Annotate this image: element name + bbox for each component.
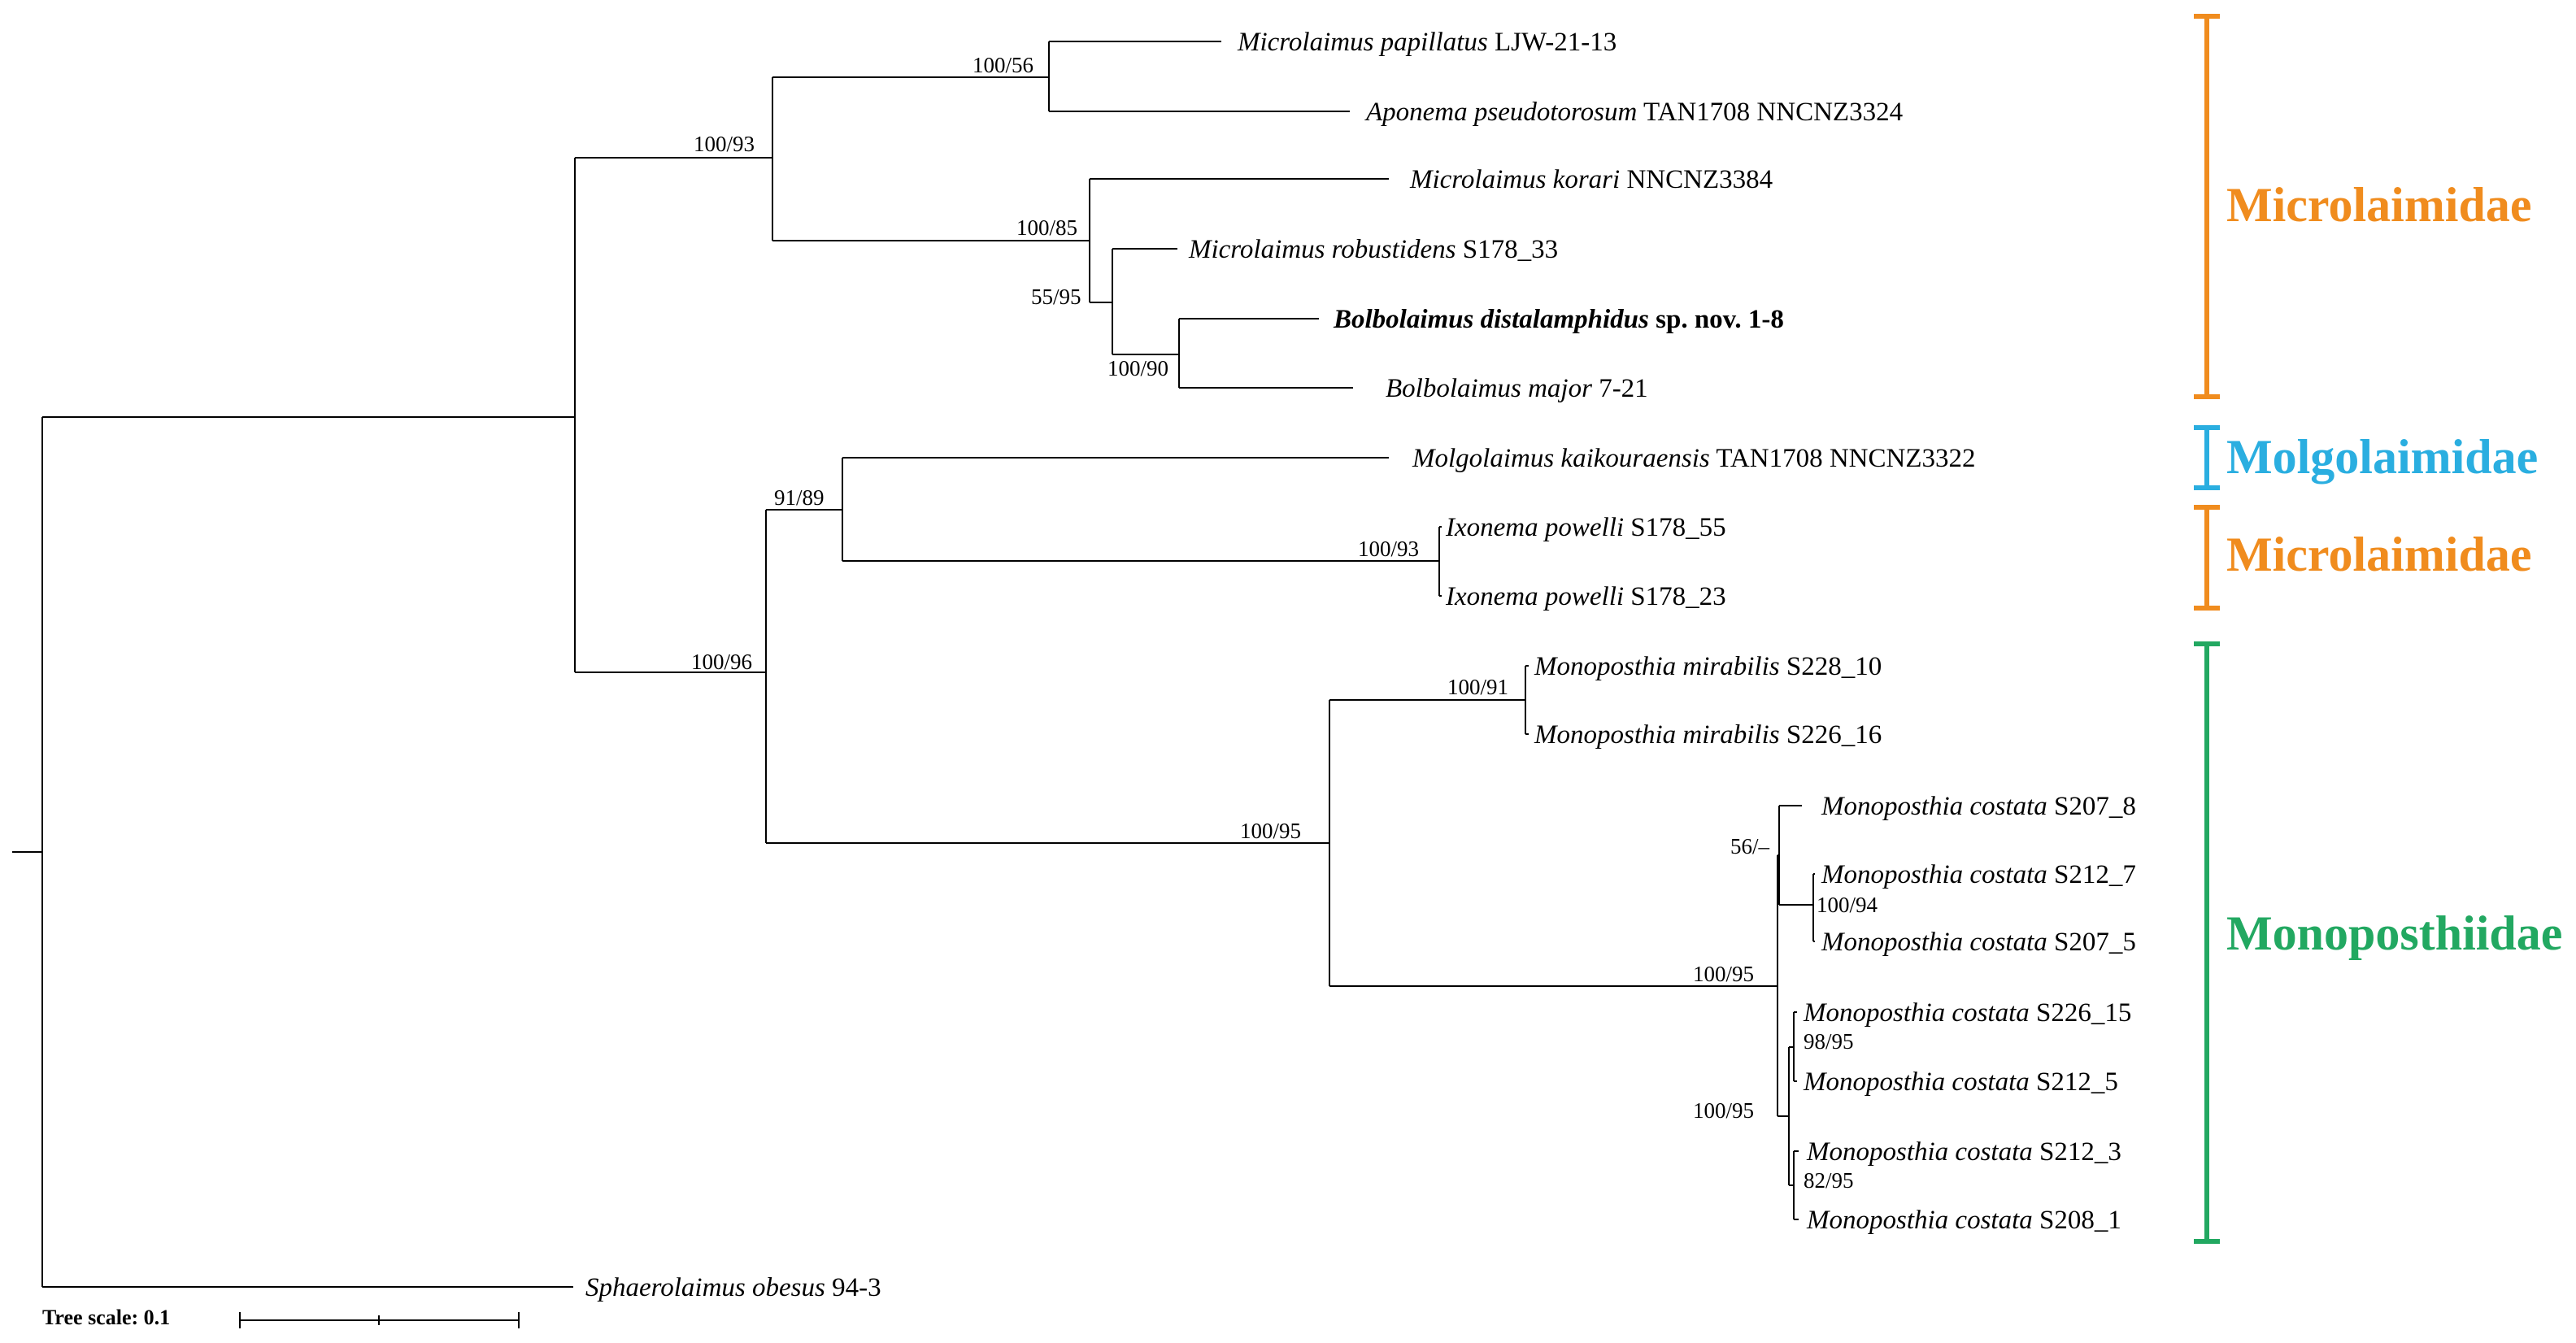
leaf-label: Monoposthia costata S226_15 xyxy=(1803,998,2131,1028)
support-value: 55/95 xyxy=(1031,285,1081,309)
clade-bracket xyxy=(2194,505,2220,611)
leaf-label: Monoposthia mirabilis S226_16 xyxy=(1534,720,1882,750)
clade-label: Molgolaimidae xyxy=(2226,430,2538,484)
leaf-label: Ixonema powelli S178_23 xyxy=(1445,582,1726,611)
clade-bracket xyxy=(2194,641,2220,1244)
leaf-label: Monoposthia costata S212_5 xyxy=(1803,1067,2118,1097)
leaf-label: Microlaimus papillatus LJW-21-13 xyxy=(1237,28,1617,57)
support-values: 100/56 100/93 100/85 55/95 100/90 91/89 … xyxy=(691,53,1878,1193)
clade-bracket xyxy=(2194,425,2220,490)
support-value: 100/96 xyxy=(691,650,752,674)
support-value: 91/89 xyxy=(774,485,825,510)
support-value: 100/93 xyxy=(1358,537,1419,561)
leaf-label: Microlaimus korari NNCNZ3384 xyxy=(1409,165,1773,194)
tree-branches xyxy=(12,41,1815,1288)
leaf-labels: Microlaimus papillatus LJW-21-13 Aponema… xyxy=(585,28,2136,1302)
leaf-label: Monoposthia mirabilis S228_10 xyxy=(1534,652,1882,681)
support-value: 100/93 xyxy=(694,132,755,156)
clade-bracket xyxy=(2194,14,2220,399)
leaf-label: Monoposthia costata S207_8 xyxy=(1821,792,2136,821)
clade-annotations: Microlaimidae Molgolaimidae Microlaimida… xyxy=(2194,14,2562,1244)
support-value: 98/95 xyxy=(1804,1029,1854,1054)
leaf-label: Monoposthia costata S207_5 xyxy=(1821,928,2136,957)
support-value: 56/– xyxy=(1730,834,1770,858)
leaf-label-new-species: Bolbolaimus distalamphidus sp. nov. 1-8 xyxy=(1333,305,1784,334)
leaf-label: Monoposthia costata S208_1 xyxy=(1806,1206,2121,1235)
leaf-label: Bolbolaimus major 7-21 xyxy=(1386,374,1648,403)
tree-scale: Tree scale: 0.1 xyxy=(42,1306,520,1329)
support-value: 100/95 xyxy=(1693,962,1754,986)
support-value: 100/95 xyxy=(1240,819,1301,843)
clade-label: Microlaimidae xyxy=(2226,178,2531,232)
support-value: 100/94 xyxy=(1817,893,1878,917)
leaf-label: Monoposthia costata S212_7 xyxy=(1821,860,2136,889)
support-value: 100/95 xyxy=(1693,1098,1754,1123)
leaf-label: Molgolaimus kaikouraensis TAN1708 NNCNZ3… xyxy=(1412,444,1975,473)
leaf-label: Sphaerolaimus obesus 94-3 xyxy=(585,1273,881,1302)
scale-label: Tree scale: 0.1 xyxy=(42,1306,170,1329)
clade-label: Microlaimidae xyxy=(2226,528,2531,581)
support-value: 100/90 xyxy=(1107,356,1168,380)
support-value: 100/91 xyxy=(1447,675,1508,699)
support-value: 82/95 xyxy=(1804,1168,1854,1193)
support-value: 100/85 xyxy=(1016,215,1077,240)
leaf-label: Aponema pseudotorosum TAN1708 NNCNZ3324 xyxy=(1364,98,1903,127)
leaf-label: Monoposthia costata S212_3 xyxy=(1806,1137,2121,1167)
leaf-label: Ixonema powelli S178_55 xyxy=(1445,513,1726,542)
support-value: 100/56 xyxy=(973,53,1033,77)
clade-label: Monoposthiidae xyxy=(2226,906,2562,960)
leaf-label: Microlaimus robustidens S178_33 xyxy=(1188,235,1558,264)
